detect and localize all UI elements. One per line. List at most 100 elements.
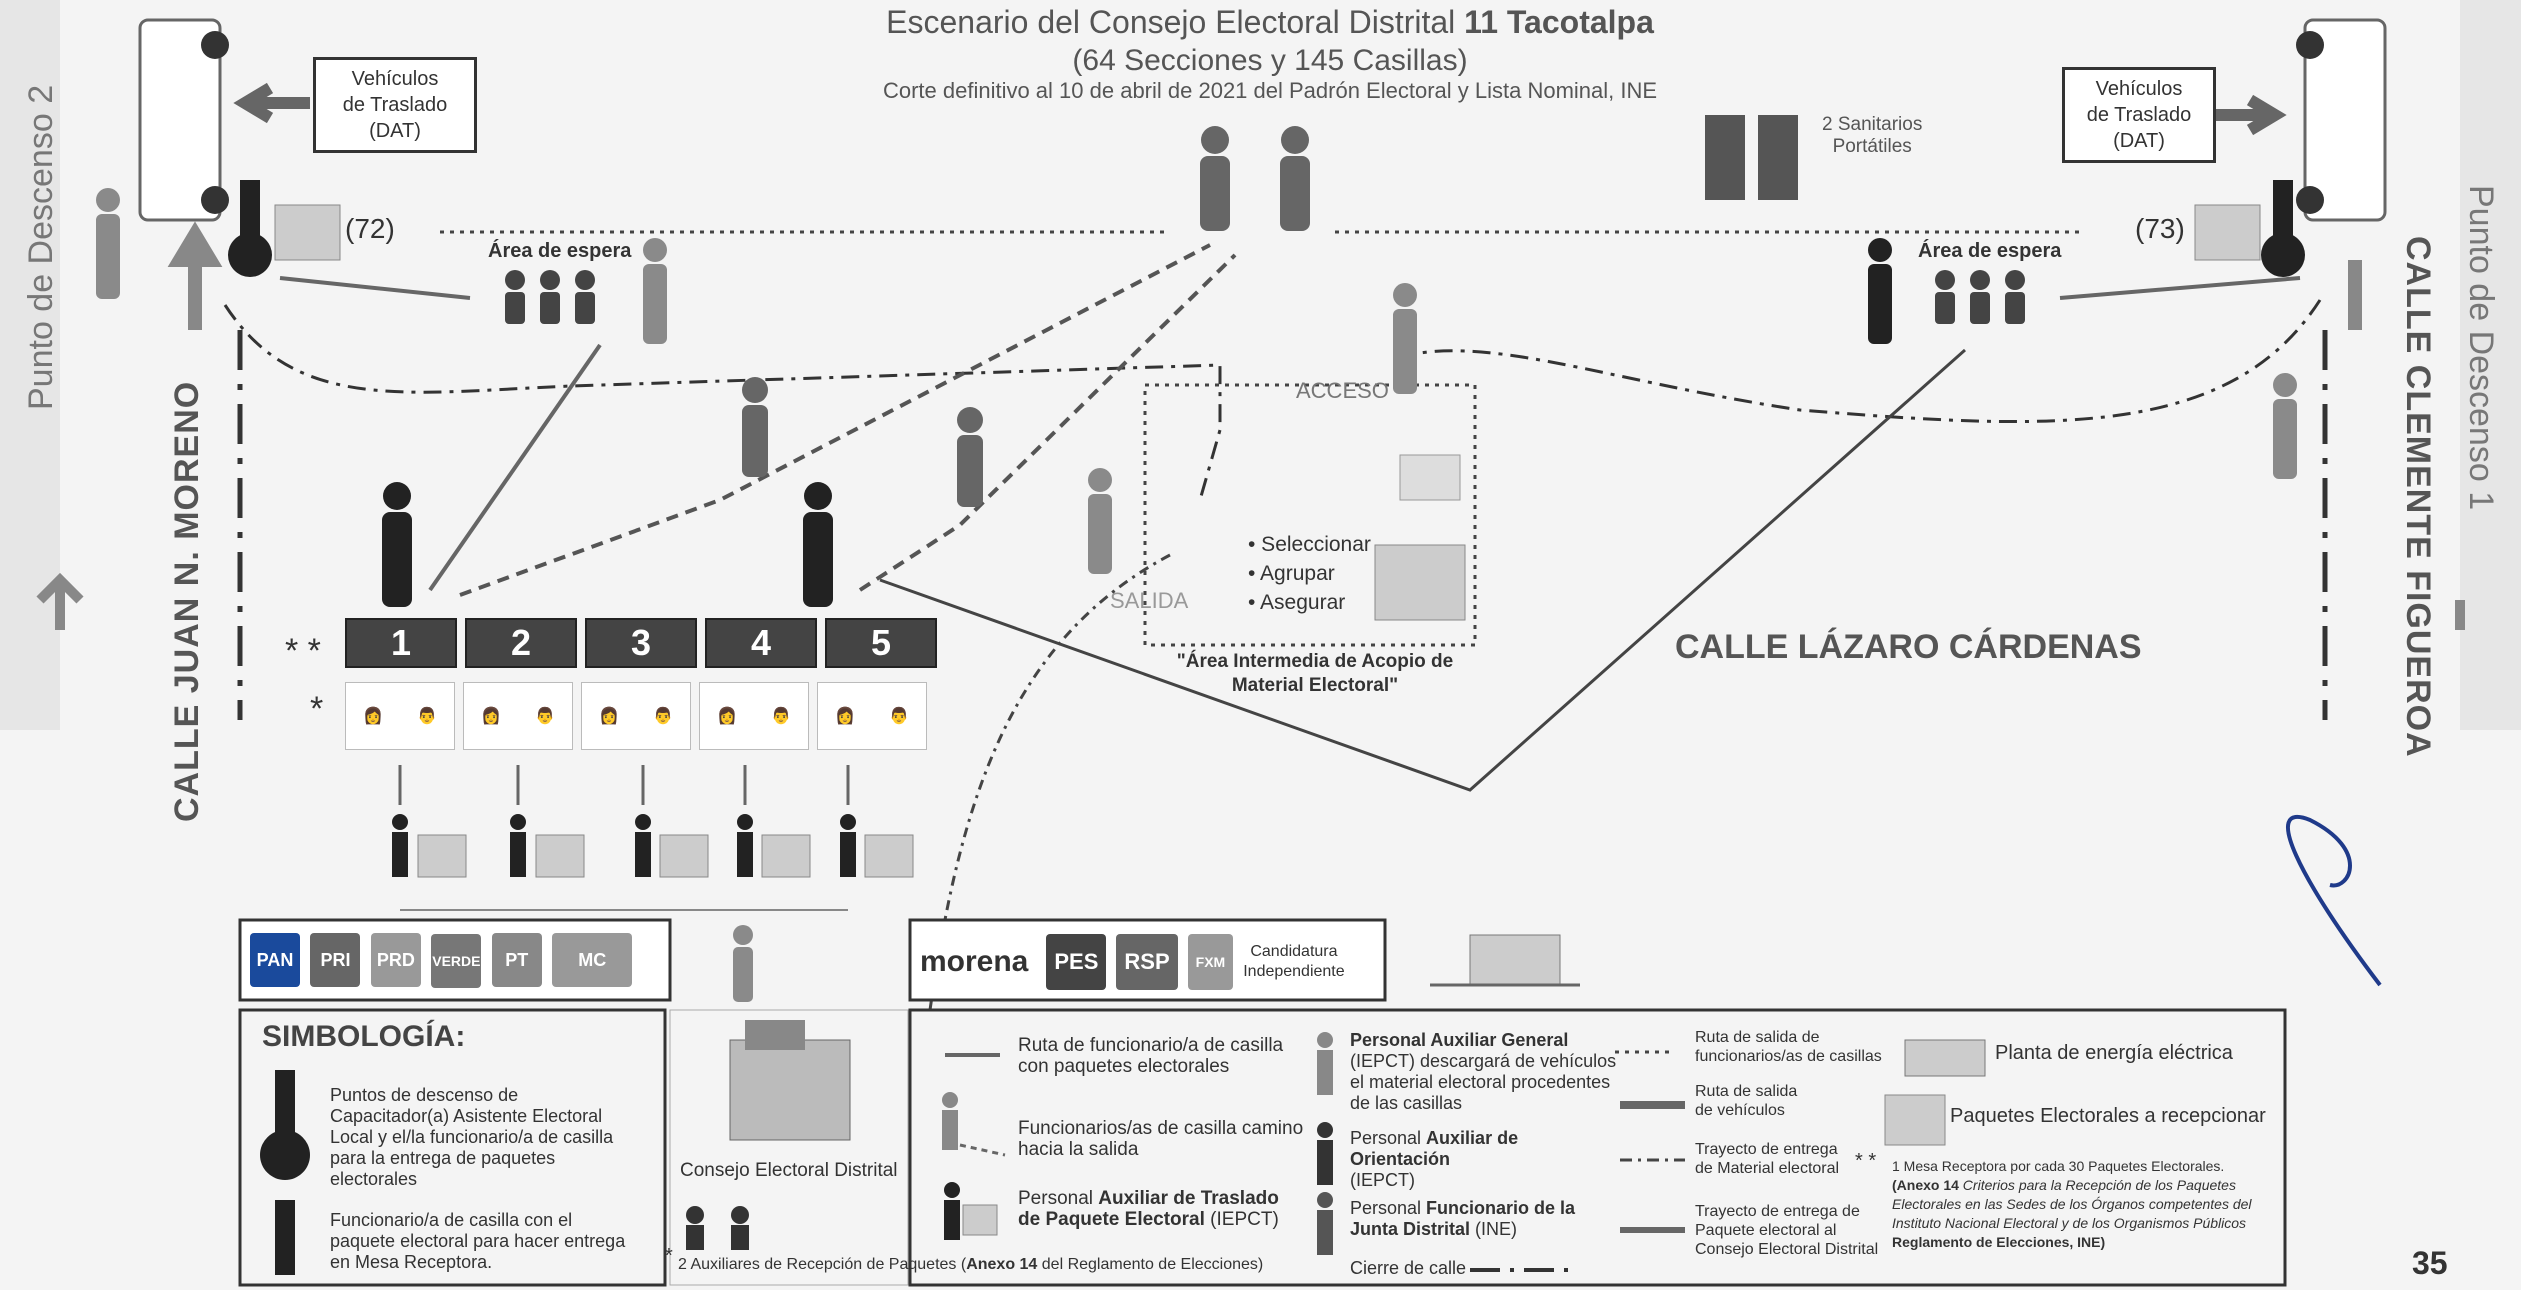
legend-descenso: Puntos de descenso de Capacitador(a) Asi… <box>330 1085 614 1189</box>
aux-note-star: * <box>665 1245 673 1267</box>
aux-note: 2 Auxiliares de Recepción de Paquetes (A… <box>678 1256 1264 1273</box>
waiting-chairs-left <box>505 270 595 324</box>
legend-note-stars: * * <box>1855 1150 1877 1172</box>
party-logo-prd: PRD <box>370 933 421 987</box>
party-logo-pt: PT <box>491 933 542 987</box>
deliver-route-right <box>879 348 1966 792</box>
receivers-5: 👩👨 <box>817 682 927 750</box>
party-logo-verde: VERDE <box>431 934 482 988</box>
mesa-double-star: * * <box>285 632 321 670</box>
party-logo-pan: PAN <box>250 933 300 987</box>
vehicle-exit-arrow-left <box>233 82 310 124</box>
power-plant-icon <box>1469 934 1561 986</box>
waiting-area-left-label: Área de espera <box>488 240 632 262</box>
party-logo-fxm: FXM <box>1187 934 1234 990</box>
street-left-label: CALLE JUAN N. MORENO <box>168 380 206 822</box>
consejo-building-icon <box>729 1039 851 1141</box>
truck-right <box>2303 18 2387 222</box>
legend-func-junta: Personal Funcionario de la Junta Distrit… <box>1350 1198 1576 1239</box>
party-logo-rsp: RSP <box>1116 934 1178 990</box>
toilet-1 <box>1705 115 1745 200</box>
acopio-box <box>1143 383 1477 647</box>
party-logo-pri: PRI <box>310 933 361 987</box>
acopio-actions: • Seleccionar • Agrupar • Asegurar <box>1248 530 1371 617</box>
material-route-right <box>1389 299 2322 424</box>
package-box-right <box>2194 204 2261 261</box>
mesa-3: 3 <box>585 618 697 668</box>
receivers-1: 👩👨 <box>345 682 455 750</box>
turn-arrow-left <box>36 572 84 630</box>
legend-cierre: Cierre de calle <box>1350 1258 1467 1278</box>
legend-frame-left <box>238 1008 667 1287</box>
vehicle-left-line2: de Traslado <box>342 94 448 116</box>
mesa-5: 5 <box>825 618 937 668</box>
package-count-right: (73) <box>2135 213 2185 244</box>
package-count-left: (72) <box>345 213 395 244</box>
vehicle-box-right: Vehículos de Traslado (DAT) <box>2062 67 2216 163</box>
page-number: 35 <box>2412 1245 2448 1281</box>
legend-title: SIMBOLOGÍA: <box>262 1020 466 1053</box>
party-logo-morena: morena <box>920 945 1029 978</box>
legend-note: 1 Mesa Receptora por cada 30 Paquetes El… <box>1892 1158 2252 1250</box>
package-box-left <box>274 204 341 261</box>
legend-aux-traslado: Personal Auxiliar de Traslado de Paquete… <box>1018 1188 1279 1230</box>
mesa-2: 2 <box>465 618 577 668</box>
waiting-chairs-right <box>1935 270 2025 324</box>
page-note: Corte definitivo al 10 de abril de 2021 … <box>882 78 1658 103</box>
deliver-route-left <box>428 343 602 592</box>
party-group-1: PAN PRI PRD VERDE PT MC <box>250 933 638 988</box>
drop-point-2-label: Punto de Descenso 2 <box>22 84 60 410</box>
receivers-3: 👩👨 <box>581 682 691 750</box>
vehicle-left-line3: (DAT) <box>369 120 421 142</box>
drop-point-1-label: Punto de Descenso 1 <box>2462 185 2500 511</box>
acopio-action-group: • Agrupar <box>1248 562 1335 585</box>
vehicle-exit-arrow-right <box>2210 94 2287 136</box>
toilet-2 <box>1758 115 1798 200</box>
material-boxes-icon <box>1399 454 1461 501</box>
legend-frame-right <box>908 1008 2287 1287</box>
consejo-label: Consejo Electoral Distrital <box>680 1160 898 1181</box>
street-right-label: CALLE CLEMENTE FIGUEROA <box>2399 236 2437 758</box>
acopio-action-secure: • Asegurar <box>1248 591 1346 614</box>
func-route-1 <box>459 243 1211 597</box>
legend-aux-orientacion: Personal Auxiliar de Orientación(IEPCT) <box>1350 1128 1519 1190</box>
waiting-area-right-label: Área de espera <box>1918 240 2062 262</box>
vehicle-right-line1: Vehículos <box>2095 78 2183 100</box>
func-route-2 <box>858 253 1237 592</box>
receivers-2: 👩👨 <box>463 682 573 750</box>
material-route-left <box>223 304 1222 501</box>
vehicle-right-line2: de Traslado <box>2086 104 2192 126</box>
page-title: Escenario del Consejo Electoral Distrita… <box>886 4 1654 40</box>
page-subtitle: (64 Secciones y 145 Casillas) <box>1072 44 1468 77</box>
receivers-4: 👩👨 <box>699 682 809 750</box>
drop-point-left <box>228 233 272 277</box>
exit-label: SALIDA <box>1110 588 1189 613</box>
signature-scribble <box>2285 814 2382 987</box>
mesa-1: 1 <box>345 618 457 668</box>
mesa-4: 4 <box>705 618 817 668</box>
arrive-route-left <box>279 276 471 300</box>
street-bottom-label: CALLE LÁZARO CÁRDENAS <box>1675 628 2142 666</box>
acopio-action-select: • Seleccionar <box>1248 533 1371 556</box>
legend-funcionario: Funcionario/a de casilla con el paquete … <box>330 1210 626 1272</box>
legend-aux-general: Personal Auxiliar General (IEPCT) descar… <box>1350 1030 1617 1113</box>
vehicle-left-line1: Vehículos <box>351 68 439 90</box>
mesa-row: 1 2 3 4 5 <box>345 618 937 668</box>
legend-packages: Paquetes Electorales a recepcionar <box>1950 1105 2266 1127</box>
party-logo-mc: MC <box>552 933 633 987</box>
truck-left <box>138 18 222 222</box>
traslado-row <box>392 814 914 878</box>
mesa-single-star: * <box>310 690 324 728</box>
party-logo-pes: PES <box>1046 934 1107 990</box>
